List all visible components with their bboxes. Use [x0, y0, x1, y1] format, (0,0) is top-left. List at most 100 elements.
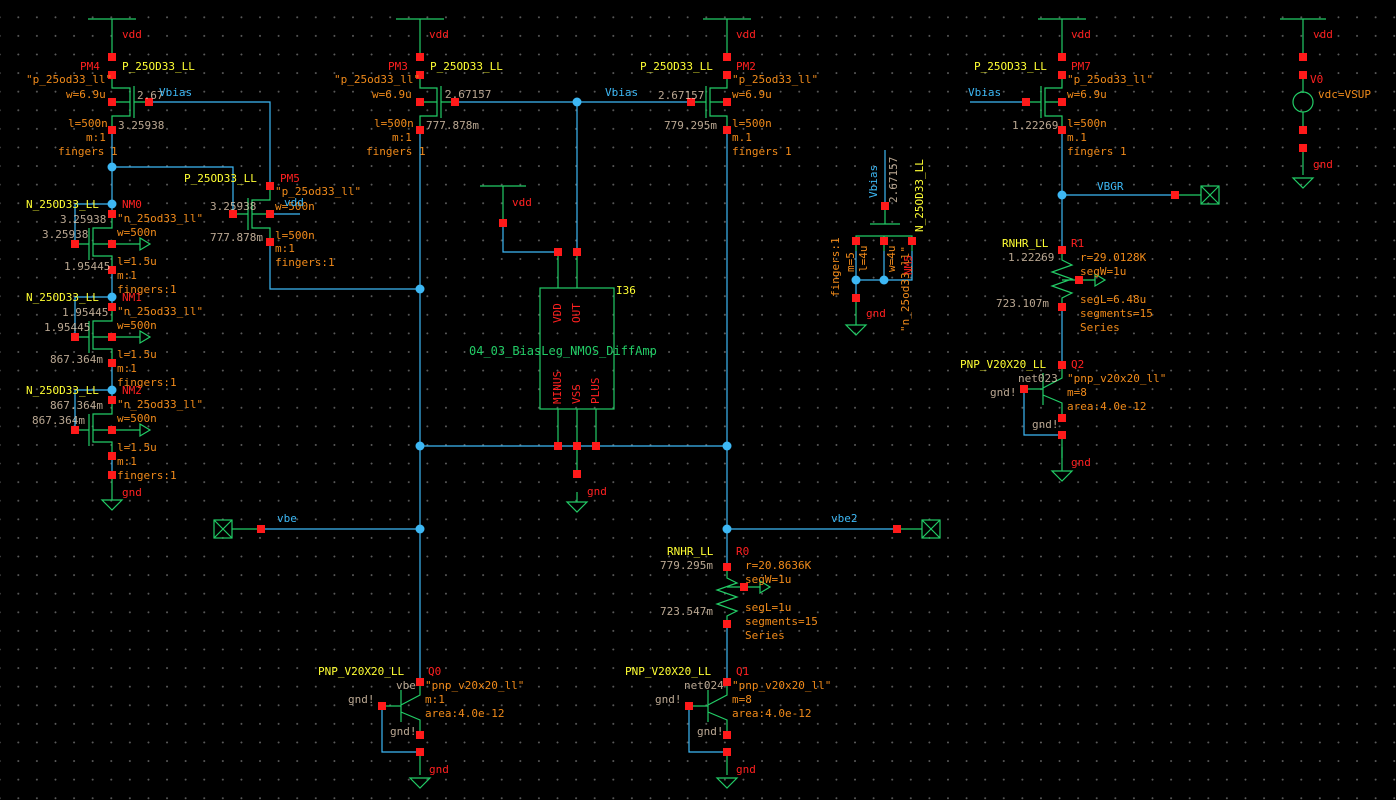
op-point: 1.95445 [64, 260, 111, 273]
op-point: 723.547m [660, 605, 713, 618]
length-param: l=1.5u [117, 441, 157, 454]
cell-name: N_25OD33_LL [26, 291, 99, 304]
instance-name: Q2 [1071, 358, 1085, 371]
model-name: "pnp_v20x20_ll" [732, 679, 832, 692]
model-name: "n_25od33_ll" [117, 305, 204, 318]
op-point: 3.25938 [42, 228, 89, 241]
segments-param: segments=15 [745, 615, 818, 628]
multiplier-param: m=5 [844, 252, 857, 272]
width-param: w=6.9u [66, 88, 106, 101]
gnd-label-nm2: gnd [122, 486, 142, 499]
length-param: l=500n [68, 117, 108, 130]
cell-name: N_25OD33_LL [26, 384, 99, 397]
fingers-param: fingers 1 [366, 145, 426, 158]
mode-param: Series [745, 629, 785, 642]
gnd-label-v0: gnd [1313, 158, 1333, 171]
net-label-vbias-2: Vbias [605, 86, 639, 99]
cell-name: PNP_V20X20_LL [625, 665, 712, 678]
op-point: net024 [684, 679, 724, 692]
model-name: "n_25od33_ll" [117, 398, 204, 411]
op-point: 2.67157 [887, 156, 900, 203]
cell-name: 04_03_BiasLeg_NMOS_DiffAmp [469, 344, 657, 358]
segments-param: segments=15 [1080, 307, 1153, 320]
width-param: w=6.9u [372, 88, 412, 101]
op-point: gnd! [697, 725, 724, 738]
multiplier-param: m=8 [732, 693, 752, 706]
op-point: 723.107m [996, 297, 1049, 310]
resistance-param: r=20.8636K [745, 559, 812, 572]
cell-name: RNHR_LL [1002, 237, 1049, 250]
length-param: l=500n [1067, 117, 1107, 130]
model-name: "pnp_v20x20_ll" [425, 679, 525, 692]
instance-name: R1 [1071, 237, 1085, 250]
instance-name: Q0 [428, 665, 442, 678]
op-point: 867.364m [50, 399, 103, 412]
op-point: gnd! [990, 386, 1017, 399]
cell-name: P_25OD33_LL [122, 60, 195, 73]
length-param: l=1.5u [117, 348, 157, 361]
multiplier-param: m:1 [117, 269, 137, 282]
cell-name: P_25OD33_LL [184, 172, 257, 185]
width-param: w=500n [117, 412, 157, 425]
model-name: "p_25od33_ll" [1067, 73, 1154, 86]
multiplier-param: m=8 [1067, 386, 1087, 399]
multiplier-param: m:1 [425, 693, 445, 706]
op-point: gnd! [348, 693, 375, 706]
width-param: w=6.9u [1067, 88, 1107, 101]
pin-vbe2[interactable] [922, 520, 940, 538]
net-label-vdd-pin: vdd [284, 196, 304, 209]
length-param: l=1.5u [117, 255, 157, 268]
multiplier-param: m:1 [392, 131, 412, 144]
op-point: 1.95445 [44, 321, 91, 334]
op-point: 3.25938 [60, 213, 107, 226]
model-name: "n_25od33_ll" [899, 245, 912, 332]
width-param: w=500n [117, 319, 157, 332]
fingers-param: fingers:1 [275, 256, 335, 269]
instance-name: NM2 [122, 384, 142, 397]
length-param: l=4u [857, 245, 870, 273]
vdd-label-v0: vdd [1313, 28, 1333, 41]
instance-name: NM0 [122, 198, 142, 211]
model-name: "p_25od33_ll" [275, 185, 362, 198]
pin-out: OUT [570, 303, 583, 323]
net-label-vbias-3: Vbias [968, 86, 1002, 99]
cell-name: P_25OD33_LL [974, 60, 1047, 73]
length-param: l=500n [374, 117, 414, 130]
instance-name: PM3 [388, 60, 408, 73]
pin-vbgr[interactable] [1201, 186, 1219, 204]
op-point: 777.878m [210, 231, 263, 244]
instance-name: NM1 [122, 291, 142, 304]
op-point: 2.67 [137, 89, 164, 102]
gnd-label-nm5: gnd [866, 307, 886, 320]
width-param: w=4u [885, 245, 898, 273]
net-label-vbe2: vbe2 [831, 512, 858, 525]
multiplier-param: m.1 [1067, 131, 1087, 144]
fingers-param: fingers:1 [117, 376, 177, 389]
segw-param: segW=1u [745, 573, 792, 586]
op-point: vbe [396, 679, 416, 692]
op-point: 3.25938 [210, 200, 257, 213]
pin-vss: VSS [570, 384, 583, 404]
instance-name: PM2 [736, 60, 756, 73]
instance-name: Q1 [736, 665, 750, 678]
instance-name: PM4 [80, 60, 100, 73]
instance-name: I36 [616, 284, 636, 297]
segw-param: segW=1u [1080, 265, 1127, 278]
op-point: 1.22269 [1012, 119, 1059, 132]
op-point: 3.25938 [118, 119, 165, 132]
vdd-label-block: vdd [512, 196, 532, 209]
width-param: w=500n [117, 226, 157, 239]
gnd-label-q2: gnd [1071, 456, 1091, 469]
op-point: gnd! [655, 693, 682, 706]
op-point: 779.295m [664, 119, 717, 132]
pin-vdd: VDD [551, 303, 564, 323]
cell-name: PNP_V20X20_LL [318, 665, 405, 678]
op-point: 779.295m [660, 559, 713, 572]
pin-vbe[interactable] [214, 520, 232, 538]
net-label-vbias: Vbias [159, 86, 193, 99]
fingers-param: fingers:1 [117, 469, 177, 482]
mode-param: Series [1080, 321, 1120, 334]
length-param: l=500n [732, 117, 772, 130]
